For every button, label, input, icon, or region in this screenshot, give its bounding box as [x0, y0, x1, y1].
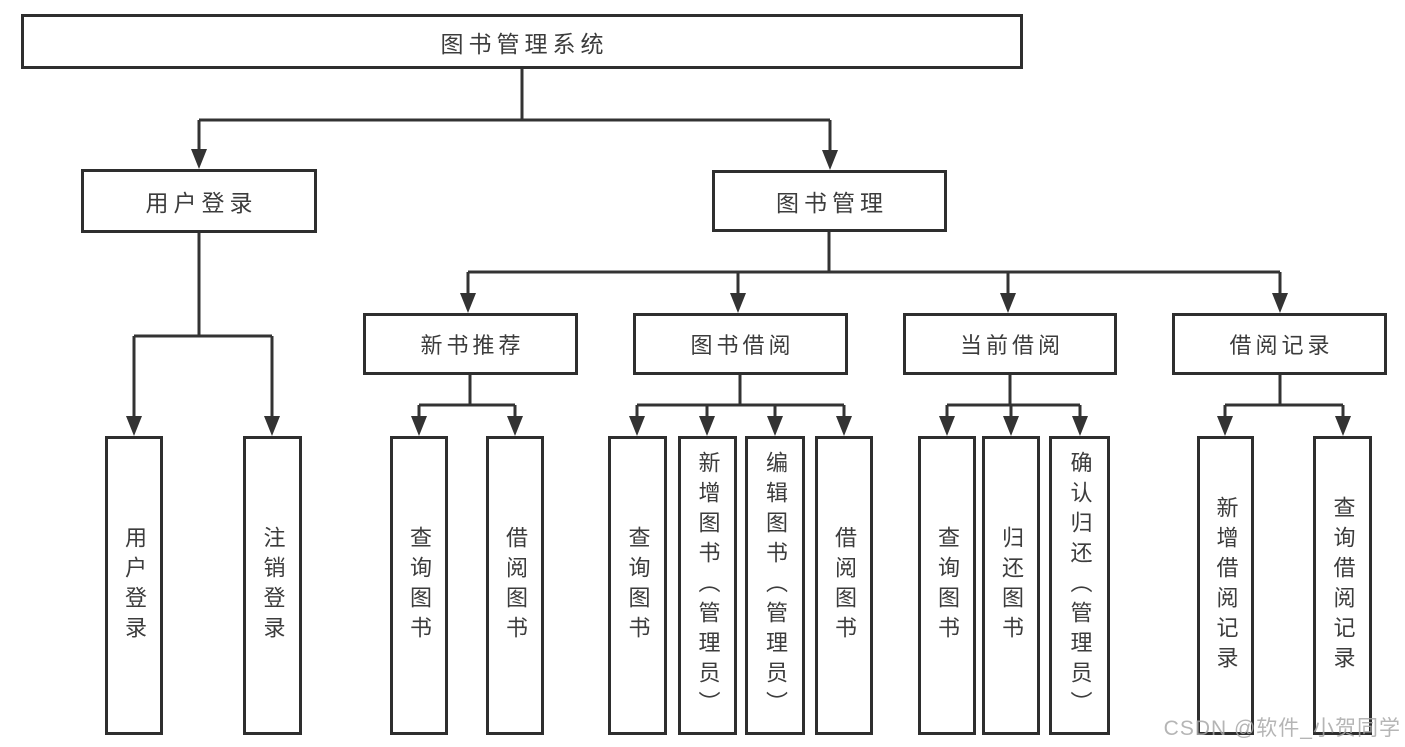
leaf-query-books-2-label: 查询图书 [625, 525, 651, 646]
arrowhead-icon [730, 293, 746, 313]
arrowhead-icon [836, 416, 852, 436]
node-book-management-label: 图书管理 [776, 190, 888, 216]
node-new-book-recommend: 新书推荐 [363, 313, 578, 375]
arrowhead-icon [126, 416, 142, 436]
arrowhead-icon [939, 416, 955, 436]
node-borrow-records: 借阅记录 [1172, 313, 1387, 375]
node-user-login-label: 用户登录 [145, 190, 258, 216]
leaf-borrow-books-2-label: 借阅图书 [832, 525, 857, 646]
arrowhead-icon [460, 293, 476, 313]
leaf-logout-label: 注销登录 [260, 525, 286, 646]
leaf-edit-book-admin-label: 编辑图书（管理员） [763, 450, 788, 721]
leaf-return-books-label: 归还图书 [999, 525, 1024, 646]
leaf-query-books-1-label: 查询图书 [407, 525, 432, 646]
connector-user-login [134, 233, 272, 338]
node-root-label: 图书管理系统 [440, 30, 609, 57]
leaf-add-book-admin-label: 新增图书（管理员） [695, 450, 721, 721]
watermark: CSDN @软件_小贺同学 [1163, 717, 1401, 740]
arrowhead-icon [1335, 416, 1351, 436]
leaf-query-borrow-record: 查询借阅记录 [1313, 436, 1372, 735]
leaf-edit-book-admin: 编辑图书（管理员） [745, 436, 805, 735]
arrowhead-icon [411, 416, 427, 436]
node-user-login: 用户登录 [81, 169, 317, 233]
leaf-add-borrow-record: 新增借阅记录 [1197, 436, 1254, 735]
leaf-borrow-books-2: 借阅图书 [815, 436, 873, 735]
leaf-query-books-3: 查询图书 [918, 436, 976, 735]
arrowhead-icon [767, 416, 783, 436]
leaf-return-books: 归还图书 [982, 436, 1040, 735]
node-new-book-recommend-label: 新书推荐 [420, 333, 525, 358]
leaf-confirm-return-admin-label: 确认归还（管理员） [1067, 450, 1093, 721]
node-book-borrowing-label: 图书借阅 [690, 333, 795, 358]
arrowhead-icon [191, 149, 207, 169]
arrowhead-icon [699, 416, 715, 436]
connector-book-management [468, 232, 1280, 274]
leaf-add-borrow-record-label: 新增借阅记录 [1213, 495, 1239, 676]
node-current-borrowing-label: 当前借阅 [959, 333, 1064, 358]
leaf-query-books-1: 查询图书 [390, 436, 448, 735]
connector-current-borrowing [947, 375, 1080, 407]
leaf-query-borrow-record-label: 查询借阅记录 [1330, 495, 1356, 676]
arrowhead-icon [1272, 293, 1288, 313]
leaf-user-login-label: 用户登录 [122, 525, 147, 646]
arrowhead-icon [1072, 416, 1088, 436]
leaf-confirm-return-admin: 确认归还（管理员） [1049, 436, 1110, 735]
arrowhead-icon [629, 416, 645, 436]
leaf-query-books-2: 查询图书 [608, 436, 667, 735]
leaf-borrow-books-1-label: 借阅图书 [503, 525, 528, 646]
connector-new-book [419, 375, 515, 407]
arrowheads [126, 149, 1351, 436]
node-root: 图书管理系统 [21, 14, 1023, 69]
node-borrow-records-label: 借阅记录 [1229, 333, 1334, 358]
arrowhead-icon [1217, 416, 1233, 436]
leaf-logout: 注销登录 [243, 436, 302, 735]
leaf-borrow-books-1: 借阅图书 [486, 436, 544, 735]
arrowhead-icon [264, 416, 280, 436]
node-book-borrowing: 图书借阅 [633, 313, 848, 375]
leaf-user-login: 用户登录 [105, 436, 163, 735]
arrowhead-icon [1000, 293, 1016, 313]
arrowhead-icon [822, 150, 838, 170]
arrowhead-icon [507, 416, 523, 436]
leaf-query-books-3-label: 查询图书 [935, 525, 960, 646]
arrowhead-icon [1003, 416, 1019, 436]
node-current-borrowing: 当前借阅 [903, 313, 1117, 375]
leaf-add-book-admin: 新增图书（管理员） [678, 436, 737, 735]
connector-book-borrowing [637, 375, 844, 407]
connector-borrow-records [1225, 375, 1343, 407]
connector-root [199, 69, 830, 122]
node-book-management: 图书管理 [712, 170, 947, 232]
